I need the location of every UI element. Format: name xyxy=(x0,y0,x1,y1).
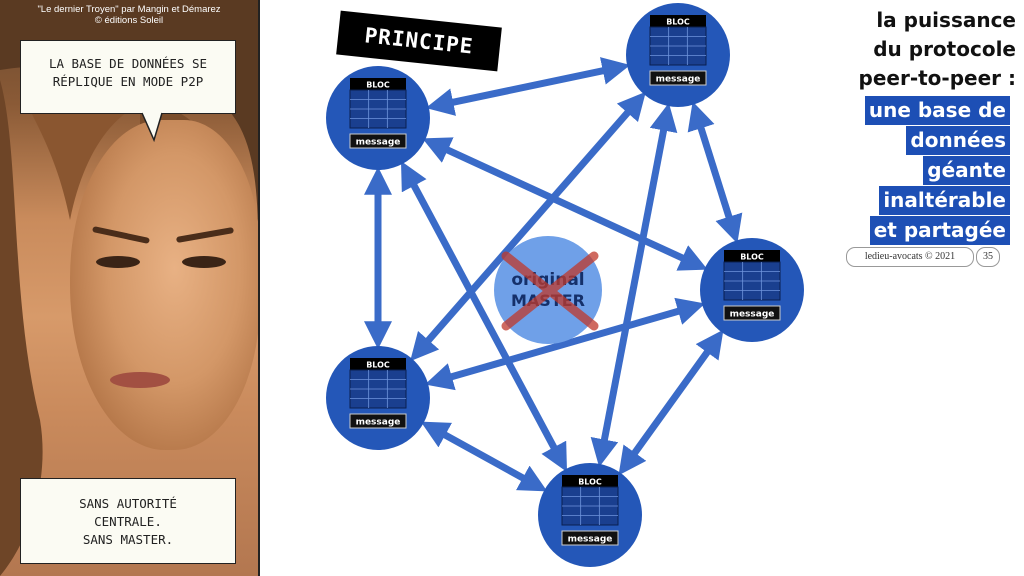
bubble-tail xyxy=(141,112,163,142)
credit-text: ledieu-avocats © 2021 xyxy=(846,247,974,267)
page-number: 35 xyxy=(976,247,1000,267)
bubble-bottom-line2: CENTRALE. xyxy=(94,514,162,529)
node-right: BLOC message xyxy=(700,238,804,342)
face-illustration xyxy=(70,120,258,450)
message-box xyxy=(349,413,407,429)
right-eye xyxy=(182,256,226,268)
arrow-node-right-to-node-bottom-left xyxy=(424,297,706,391)
title-blue-line4: inaltérable xyxy=(879,186,1010,215)
comic-panel: "Le dernier Troyen" par Mangin et Démare… xyxy=(0,0,260,576)
node-bottom: BLOC message xyxy=(538,463,642,567)
bubble-bottom-line3: SANS MASTER. xyxy=(82,532,174,547)
arrow-node-top-right-to-node-bottom xyxy=(590,102,678,468)
message-box xyxy=(649,70,707,86)
mouth xyxy=(110,372,170,388)
bloc-label: BLOC xyxy=(740,253,764,262)
bloc-header xyxy=(724,250,780,262)
arrow-node-bottom-left-to-node-bottom xyxy=(420,421,548,492)
bloc-header xyxy=(650,15,706,27)
comic-credit-line1: "Le dernier Troyen" par Mangin et Démare… xyxy=(37,4,221,15)
message-label: message xyxy=(656,75,701,85)
bloc-label: BLOC xyxy=(366,81,390,90)
arrow-node-top-right-to-node-right xyxy=(687,101,743,244)
center-master: original MASTER xyxy=(494,236,602,344)
comic-credit-line2: © éditions Soleil xyxy=(94,15,164,26)
title-dark-line3: peer-to-peer : xyxy=(858,66,1016,90)
node-top-left: BLOC message xyxy=(326,66,430,170)
title-dark-line2: du protocole xyxy=(873,37,1016,61)
bloc-label: BLOC xyxy=(666,18,690,27)
title-dark-line1: la puissance xyxy=(876,8,1016,32)
title-dark: la puissance du protocole peer-to-peer : xyxy=(859,6,1016,93)
title-blue-line1: une base de xyxy=(864,96,1010,125)
speech-bubble-top: LA BASE DE DONNÉES SE RÉPLIQUE EN MODE P… xyxy=(20,40,236,114)
title-blue-line5: et partagée xyxy=(869,216,1010,245)
bloc-label: BLOC xyxy=(366,361,390,370)
speech-bubble-bottom: SANS AUTORITÉ CENTRALE. SANS MASTER. xyxy=(20,478,236,564)
arrow-node-top-left-to-node-top-right xyxy=(425,57,631,116)
title-blue-line3: géante xyxy=(923,156,1010,185)
comic-credit: "Le dernier Troyen" par Mangin et Démare… xyxy=(6,4,252,26)
node-bottom-left: BLOC message xyxy=(326,346,430,450)
bloc-header xyxy=(562,475,618,487)
message-box xyxy=(561,530,619,546)
bloc-label: BLOC xyxy=(578,478,602,487)
message-label: message xyxy=(730,310,775,320)
bloc-header xyxy=(350,358,406,370)
message-label: message xyxy=(568,535,613,545)
message-label: message xyxy=(356,418,401,428)
message-box xyxy=(349,133,407,149)
bubble-bottom-line1: SANS AUTORITÉ xyxy=(79,496,177,511)
bloc-header xyxy=(350,78,406,90)
nodes-layer: BLOCmessageBLOCmessageBLOCmessageBLOCmes… xyxy=(326,3,804,567)
left-eye xyxy=(96,256,140,268)
slide-credit: ledieu-avocats © 2021 35 xyxy=(846,247,1016,267)
title-blue: une base de données géante inaltérable e… xyxy=(864,96,1010,246)
cross-out-icon xyxy=(501,251,599,331)
arrow-node-right-to-node-bottom xyxy=(618,329,724,476)
message-box xyxy=(723,305,781,321)
title-blue-line2: données xyxy=(906,126,1010,155)
node-top-right: BLOC message xyxy=(626,3,730,107)
message-label: message xyxy=(356,138,401,148)
connection-arrows xyxy=(364,57,743,492)
